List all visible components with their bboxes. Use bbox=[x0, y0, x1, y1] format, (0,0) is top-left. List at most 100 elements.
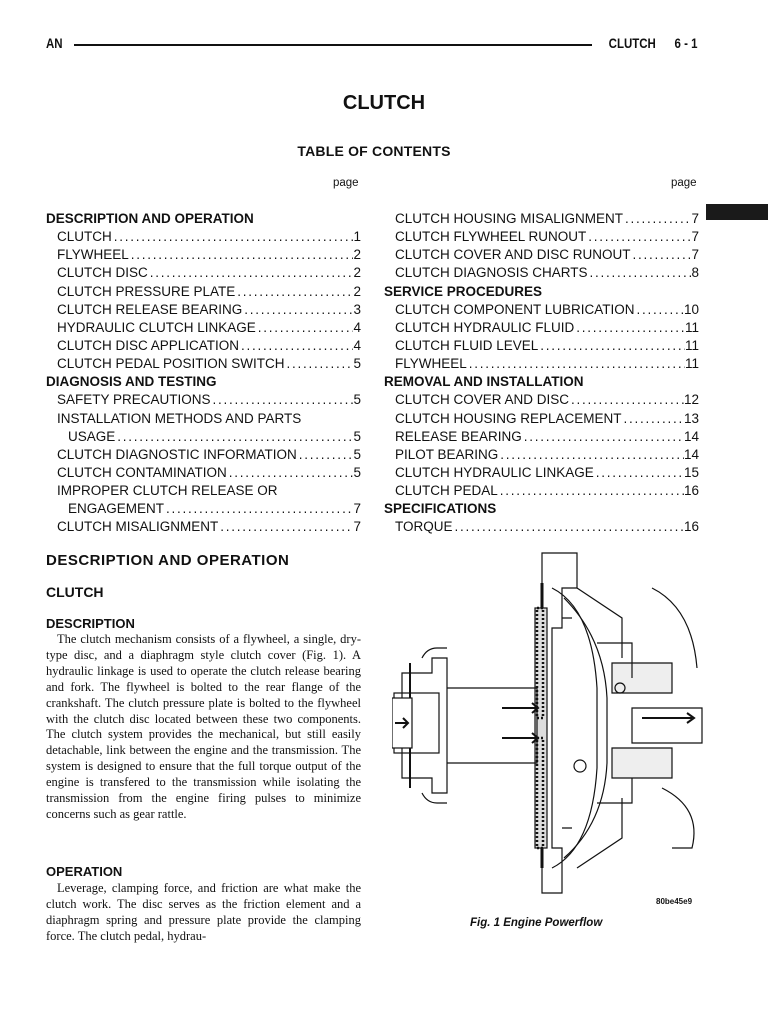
toc-entry: CLUTCH HYDRAULIC FLUID11 bbox=[384, 319, 699, 337]
toc-leader-dots bbox=[622, 410, 684, 428]
toc-leader-dots bbox=[164, 500, 353, 518]
toc-leader-dots bbox=[297, 446, 354, 464]
section-heading: DESCRIPTION AND OPERATION bbox=[46, 552, 290, 569]
toc-entry: CLUTCH1 bbox=[46, 228, 361, 246]
toc-page-number: 3 bbox=[353, 301, 361, 317]
toc-entry: CLUTCH HOUSING MISALIGNMENT 7 bbox=[384, 210, 699, 228]
toc-entry-text: CLUTCH DISC APPLICATION bbox=[57, 337, 240, 353]
operation-heading: OPERATION bbox=[46, 864, 123, 879]
figure-caption: Fig. 1 Engine Powerflow bbox=[470, 917, 603, 929]
toc-entry-text: CLUTCH DIAGNOSIS CHARTS bbox=[395, 265, 588, 281]
toc-entry-text: CLUTCH FLYWHEEL RUNOUT bbox=[395, 229, 587, 245]
toc-entry-text: ENGAGEMENT bbox=[68, 501, 165, 517]
toc-entry: PILOT BEARING 14 bbox=[384, 446, 699, 464]
toc-leader-dots bbox=[594, 464, 684, 482]
toc-entry: FLYWHEEL2 bbox=[46, 246, 361, 264]
toc-leader-dots bbox=[256, 319, 354, 337]
toc-entry-text: DESCRIPTION AND OPERATION bbox=[46, 211, 254, 226]
toc-page-number: 15 bbox=[683, 464, 699, 480]
toc-leader-dots bbox=[574, 319, 685, 337]
toc-entry: CLUTCH COMPONENT LUBRICATION10 bbox=[384, 301, 699, 319]
toc-leader-dots bbox=[588, 264, 692, 282]
toc-page-number: 7 bbox=[353, 501, 361, 517]
description-heading: DESCRIPTION bbox=[46, 616, 135, 631]
toc-page-number: 7 bbox=[353, 519, 361, 535]
toc-page-number: 11 bbox=[684, 356, 699, 372]
toc-leader-dots bbox=[538, 337, 685, 355]
toc-entry-text: HYDRAULIC CLUTCH LINKAGE bbox=[57, 319, 256, 335]
toc-leader-dots bbox=[453, 518, 684, 536]
toc-section-heading: DIAGNOSIS AND TESTING bbox=[46, 373, 361, 391]
toc-page-number: 5 bbox=[353, 464, 361, 480]
toc-entry: CLUTCH COVER AND DISC 12 bbox=[384, 391, 699, 409]
toc-leader-dots bbox=[115, 428, 353, 446]
toc-entry-text: CLUTCH HOUSING MISALIGNMENT bbox=[395, 211, 624, 226]
toc-leader-dots bbox=[498, 482, 684, 500]
toc-leader-dots bbox=[631, 246, 692, 264]
toc-entry-text: CLUTCH HYDRAULIC FLUID bbox=[395, 319, 575, 335]
toc-entry-text: CLUTCH COVER AND DISC bbox=[395, 392, 570, 408]
toc-entry: CLUTCH FLUID LEVEL11 bbox=[384, 337, 699, 355]
toc-entry: CLUTCH FLYWHEEL RUNOUT7 bbox=[384, 228, 699, 246]
toc-entry-text: CLUTCH CONTAMINATION bbox=[57, 464, 227, 480]
toc-entry: CLUTCH HOUSING REPLACEMENT 13 bbox=[384, 410, 699, 428]
toc-entry-text: CLUTCH HOUSING REPLACEMENT bbox=[395, 410, 622, 426]
toc-page-number: 7 bbox=[691, 211, 699, 226]
toc-leader-dots bbox=[242, 301, 353, 319]
description-text: The clutch mechanism consists of a flywh… bbox=[46, 632, 361, 821]
toc-page-number: 10 bbox=[683, 301, 699, 317]
toc-page-number: 2 bbox=[353, 283, 361, 299]
toc-page-number: 14 bbox=[683, 428, 699, 444]
toc-entry: CLUTCH MISALIGNMENT7 bbox=[46, 518, 361, 536]
toc-entry-text: REMOVAL AND INSTALLATION bbox=[384, 374, 584, 390]
subsection-heading: CLUTCH bbox=[46, 584, 104, 600]
toc-entry-text: SPECIFICATIONS bbox=[384, 501, 497, 517]
toc-entry: HYDRAULIC CLUTCH LINKAGE 4 bbox=[46, 319, 361, 337]
toc-leader-dots bbox=[285, 355, 354, 373]
toc-entry-text: CLUTCH PEDAL POSITION SWITCH bbox=[57, 356, 285, 372]
toc-entry-text: INSTALLATION METHODS AND PARTS bbox=[57, 410, 302, 426]
toc-leader-dots bbox=[129, 246, 354, 264]
toc-leader-dots bbox=[498, 446, 684, 464]
toc-entry: CLUTCH DIAGNOSTIC INFORMATION5 bbox=[46, 446, 361, 464]
toc-leader-dots bbox=[467, 355, 685, 373]
header-rule bbox=[74, 44, 592, 46]
description-paragraph: The clutch mechanism consists of a flywh… bbox=[46, 632, 361, 823]
toc-page-number: 1 bbox=[353, 229, 361, 245]
toc-leader-dots bbox=[227, 464, 354, 482]
toc-entry-text: TORQUE bbox=[395, 519, 453, 535]
toc-entry-text: SAFETY PRECAUTIONS bbox=[57, 392, 211, 408]
toc-page-number: 5 bbox=[353, 356, 361, 372]
toc-page-number: 13 bbox=[683, 410, 699, 426]
toc-entry-text: DIAGNOSIS AND TESTING bbox=[46, 374, 217, 390]
toc-page-number: 14 bbox=[683, 446, 699, 462]
toc-entry-text: PILOT BEARING bbox=[395, 446, 499, 462]
toc-page-number: 11 bbox=[684, 337, 699, 353]
toc-page-number: 12 bbox=[683, 392, 699, 408]
toc-page-number: 8 bbox=[691, 265, 699, 281]
toc-section-heading: REMOVAL AND INSTALLATION bbox=[384, 373, 699, 391]
toc-leader-dots bbox=[235, 283, 353, 301]
toc-page-number: 4 bbox=[353, 319, 361, 335]
page-title: CLUTCH bbox=[342, 92, 426, 114]
toc-leader-dots bbox=[148, 264, 354, 282]
toc-entry-text: USAGE bbox=[68, 428, 116, 444]
toc-entry-text: CLUTCH DISC bbox=[57, 265, 148, 281]
operation-paragraph: Leverage, clamping force, and friction a… bbox=[46, 881, 361, 945]
header-page-number: 6 - 1 bbox=[675, 36, 698, 51]
toc-entry: CLUTCH DIAGNOSIS CHARTS 8 bbox=[384, 264, 699, 282]
toc-column-1: DESCRIPTION AND OPERATION CLUTCH1FLYWHEEL… bbox=[46, 210, 361, 537]
toc-leader-dots bbox=[112, 228, 354, 246]
toc-leader-dots bbox=[522, 428, 684, 446]
toc-entry-text: FLYWHEEL bbox=[57, 247, 129, 263]
toc-leader-dots bbox=[569, 391, 684, 409]
toc-entry: CLUTCH PEDAL16 bbox=[384, 482, 699, 500]
toc-entry-text: CLUTCH HYDRAULIC LINKAGE bbox=[395, 464, 594, 480]
toc-leader-dots bbox=[635, 301, 684, 319]
toc-entry: ENGAGEMENT 7 bbox=[46, 500, 361, 518]
toc-title: TABLE OF CONTENTS bbox=[297, 143, 451, 159]
toc-page-number: 16 bbox=[683, 519, 699, 535]
toc-entry: CLUTCH HYDRAULIC LINKAGE 15 bbox=[384, 464, 699, 482]
toc-page-label-col1: page bbox=[333, 177, 359, 189]
toc-leader-dots bbox=[239, 337, 353, 355]
